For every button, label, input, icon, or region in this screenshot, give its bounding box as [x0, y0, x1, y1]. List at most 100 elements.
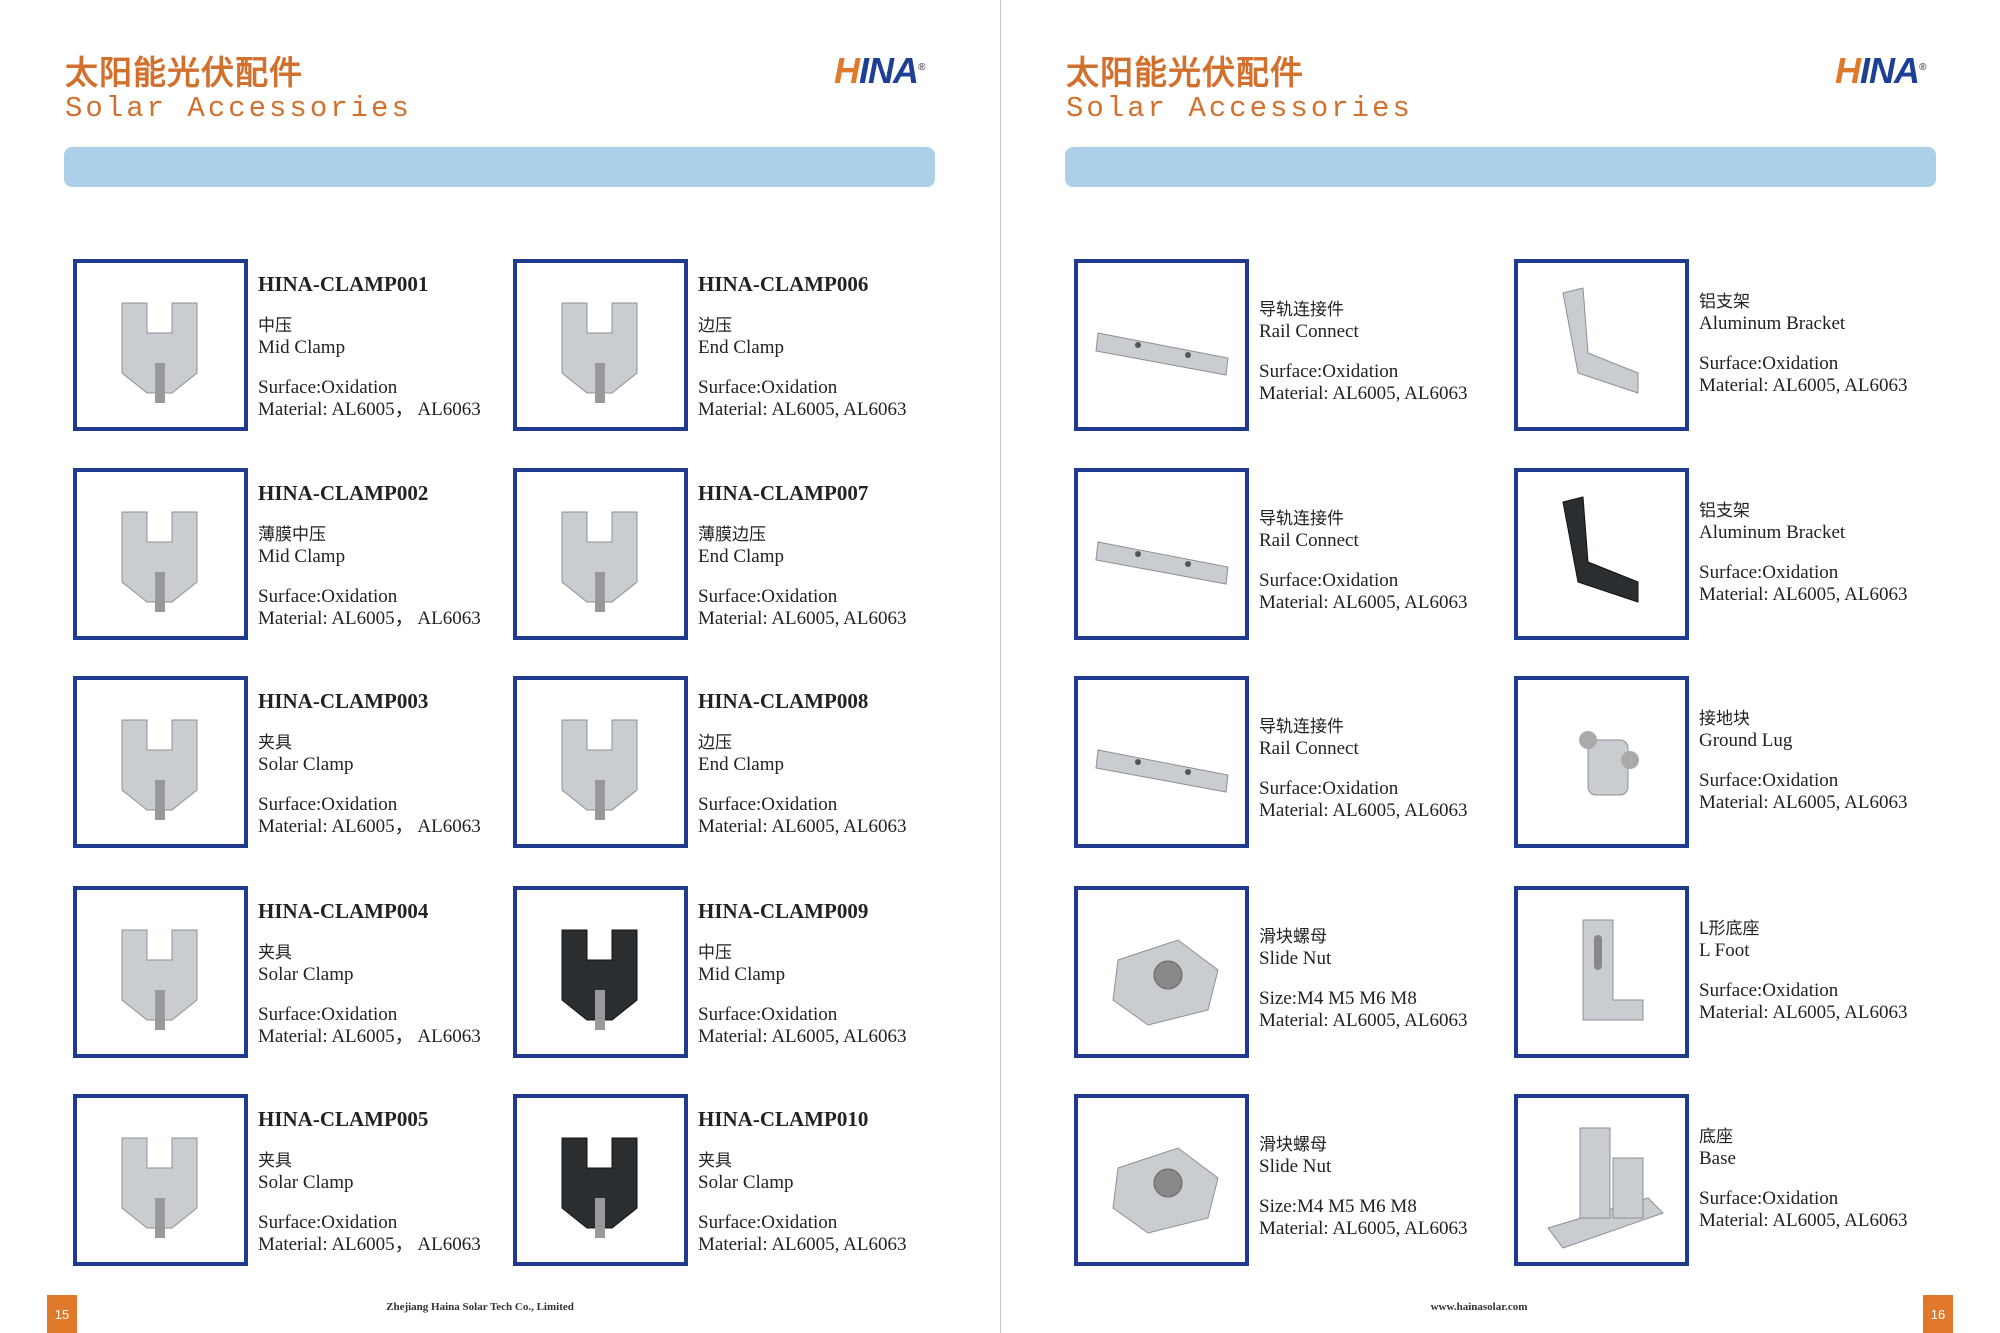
product-material: Material: AL6005, AL6063	[698, 816, 907, 837]
product-info: 导轨连接件 Rail Connect Surface:Oxidation Mat…	[1259, 716, 1467, 822]
product-name-chinese: 底座	[1699, 1127, 1733, 1147]
product-info: 滑块螺母 Slide Nut Size:M4 M5 M6 M8 Material…	[1259, 1134, 1467, 1240]
product-material: Material: AL6005, AL6063	[1259, 1010, 1468, 1031]
product-name-chinese: 夹具	[258, 943, 292, 963]
product-name-chinese: 滑块螺母	[1259, 1135, 1327, 1155]
product-card: HINA-CLAMP008 边压 End Clamp Surface:Oxida…	[513, 676, 943, 852]
product-name-chinese: 铝支架	[1699, 501, 1750, 521]
product-image-rail-connect-3	[1074, 676, 1249, 848]
product-spec: Size:M4 M5 M6 M8	[1259, 1196, 1417, 1217]
product-image-thin-film-mid-clamp	[73, 468, 248, 640]
product-card: HINA-CLAMP010 夹具 Solar Clamp Surface:Oxi…	[513, 1094, 943, 1270]
product-name-english: Mid Clamp	[258, 337, 346, 358]
product-spec: Surface:Oxidation	[1699, 353, 1839, 374]
product-code: HINA-CLAMP006	[698, 272, 869, 296]
product-code: HINA-CLAMP001	[258, 272, 429, 296]
product-name-chinese: 接地块	[1699, 709, 1750, 729]
product-card: HINA-CLAMP009 中压 Mid Clamp Surface:Oxida…	[513, 886, 943, 1062]
product-spec: Surface:Oxidation	[1699, 770, 1839, 791]
product-material: Material: AL6005， AL6063	[258, 1234, 481, 1255]
product-material: Material: AL6005, AL6063	[1699, 1210, 1908, 1231]
product-image-black-solar-clamp	[513, 1094, 688, 1266]
product-image-aluminum-bracket	[1514, 259, 1689, 431]
product-code: HINA-CLAMP008	[698, 689, 869, 713]
product-image-rail-connect	[1074, 259, 1249, 431]
product-name-english: Aluminum Bracket	[1699, 522, 1846, 543]
product-name-chinese: 导轨连接件	[1259, 509, 1344, 529]
product-card: 底座 Base Surface:Oxidation Material: AL60…	[1514, 1094, 1944, 1270]
title-chinese: 太阳能光伏配件	[65, 53, 303, 92]
product-name-english: Slide Nut	[1259, 1156, 1332, 1177]
product-info: HINA-CLAMP005 夹具 Solar Clamp Surface:Oxi…	[258, 1108, 481, 1256]
product-name-chinese: 导轨连接件	[1259, 300, 1344, 320]
hina-logo: HINA®	[1835, 50, 1926, 91]
product-name-chinese: 铝支架	[1699, 292, 1750, 312]
product-image-ground-lug	[1514, 676, 1689, 848]
product-name-english: Solar Clamp	[698, 1172, 794, 1193]
product-name-english: Base	[1699, 1148, 1736, 1169]
product-name-english: Ground Lug	[1699, 730, 1793, 751]
header-band	[64, 147, 935, 187]
product-image-end-clamp-2	[513, 676, 688, 848]
product-material: Material: AL6005, AL6063	[1699, 375, 1908, 396]
product-image-rail-connect-2	[1074, 468, 1249, 640]
product-card: HINA-CLAMP007 薄膜边压 End Clamp Surface:Oxi…	[513, 468, 943, 644]
product-spec: Surface:Oxidation	[1259, 361, 1399, 382]
product-code: HINA-CLAMP009	[698, 899, 869, 923]
title-chinese: 太阳能光伏配件	[1066, 53, 1304, 92]
product-name-chinese: 薄膜中压	[258, 525, 326, 545]
product-card: 铝支架 Aluminum Bracket Surface:Oxidation M…	[1514, 259, 1944, 435]
product-name-chinese: 滑块螺母	[1259, 927, 1327, 947]
product-material: Material: AL6005, AL6063	[1699, 584, 1908, 605]
product-code: HINA-CLAMP002	[258, 481, 429, 505]
product-material: Material: AL6005， AL6063	[258, 1026, 481, 1047]
product-material: Material: AL6005, AL6063	[1699, 792, 1908, 813]
product-code: HINA-CLAMP010	[698, 1107, 869, 1131]
page-number: 16	[1923, 1295, 1953, 1333]
product-material: Material: AL6005, AL6063	[1259, 800, 1468, 821]
product-material: Material: AL6005, AL6063	[1259, 592, 1468, 613]
product-name-chinese: 中压	[258, 316, 292, 336]
product-spec: Surface:Oxidation	[698, 586, 838, 607]
product-info: 铝支架 Aluminum Bracket Surface:Oxidation M…	[1699, 500, 1907, 606]
product-spec: Surface:Oxidation	[258, 377, 398, 398]
product-name-chinese: 薄膜边压	[698, 525, 766, 545]
product-card: 接地块 Ground Lug Surface:Oxidation Materia…	[1514, 676, 1944, 852]
product-spec: Surface:Oxidation	[1699, 562, 1839, 583]
product-info: 接地块 Ground Lug Surface:Oxidation Materia…	[1699, 708, 1907, 814]
footer-website: www.hainasolar.com	[1430, 1301, 1528, 1313]
product-code: HINA-CLAMP003	[258, 689, 429, 713]
product-image-solar-clamp-3	[73, 1094, 248, 1266]
product-spec: Surface:Oxidation	[698, 794, 838, 815]
product-info: 底座 Base Surface:Oxidation Material: AL60…	[1699, 1126, 1907, 1232]
product-image-solar-clamp-2	[73, 886, 248, 1058]
product-name-chinese: 夹具	[258, 1151, 292, 1171]
product-card: HINA-CLAMP005 夹具 Solar Clamp Surface:Oxi…	[73, 1094, 503, 1270]
product-info: HINA-CLAMP002 薄膜中压 Mid Clamp Surface:Oxi…	[258, 482, 481, 630]
product-info: 导轨连接件 Rail Connect Surface:Oxidation Mat…	[1259, 508, 1467, 614]
product-name-chinese: 边压	[698, 733, 732, 753]
product-name-english: Rail Connect	[1259, 530, 1359, 551]
product-material: Material: AL6005, AL6063	[1259, 383, 1468, 404]
title-english: Solar Accessories	[65, 92, 412, 125]
product-card: 滑块螺母 Slide Nut Size:M4 M5 M6 M8 Material…	[1074, 886, 1504, 1062]
product-spec: Surface:Oxidation	[258, 794, 398, 815]
product-card: HINA-CLAMP001 中压 Mid Clamp Surface:Oxida…	[73, 259, 503, 435]
product-info: HINA-CLAMP009 中压 Mid Clamp Surface:Oxida…	[698, 900, 906, 1048]
product-name-english: Solar Clamp	[258, 964, 354, 985]
product-name-english: Mid Clamp	[698, 964, 786, 985]
product-material: Material: AL6005, AL6063	[1259, 1218, 1468, 1239]
product-spec: Surface:Oxidation	[258, 1004, 398, 1025]
product-image-end-clamp	[513, 259, 688, 431]
product-material: Material: AL6005, AL6063	[698, 399, 907, 420]
product-info: 滑块螺母 Slide Nut Size:M4 M5 M6 M8 Material…	[1259, 926, 1467, 1032]
product-card: HINA-CLAMP004 夹具 Solar Clamp Surface:Oxi…	[73, 886, 503, 1062]
product-name-english: End Clamp	[698, 337, 785, 358]
product-name-english: Rail Connect	[1259, 321, 1359, 342]
product-info: HINA-CLAMP001 中压 Mid Clamp Surface:Oxida…	[258, 273, 481, 421]
product-image-thin-film-end-clamp	[513, 468, 688, 640]
product-material: Material: AL6005， AL6063	[258, 816, 481, 837]
product-card: HINA-CLAMP003 夹具 Solar Clamp Surface:Oxi…	[73, 676, 503, 852]
product-image-slide-nut	[1074, 886, 1249, 1058]
product-name-english: Mid Clamp	[258, 546, 346, 567]
